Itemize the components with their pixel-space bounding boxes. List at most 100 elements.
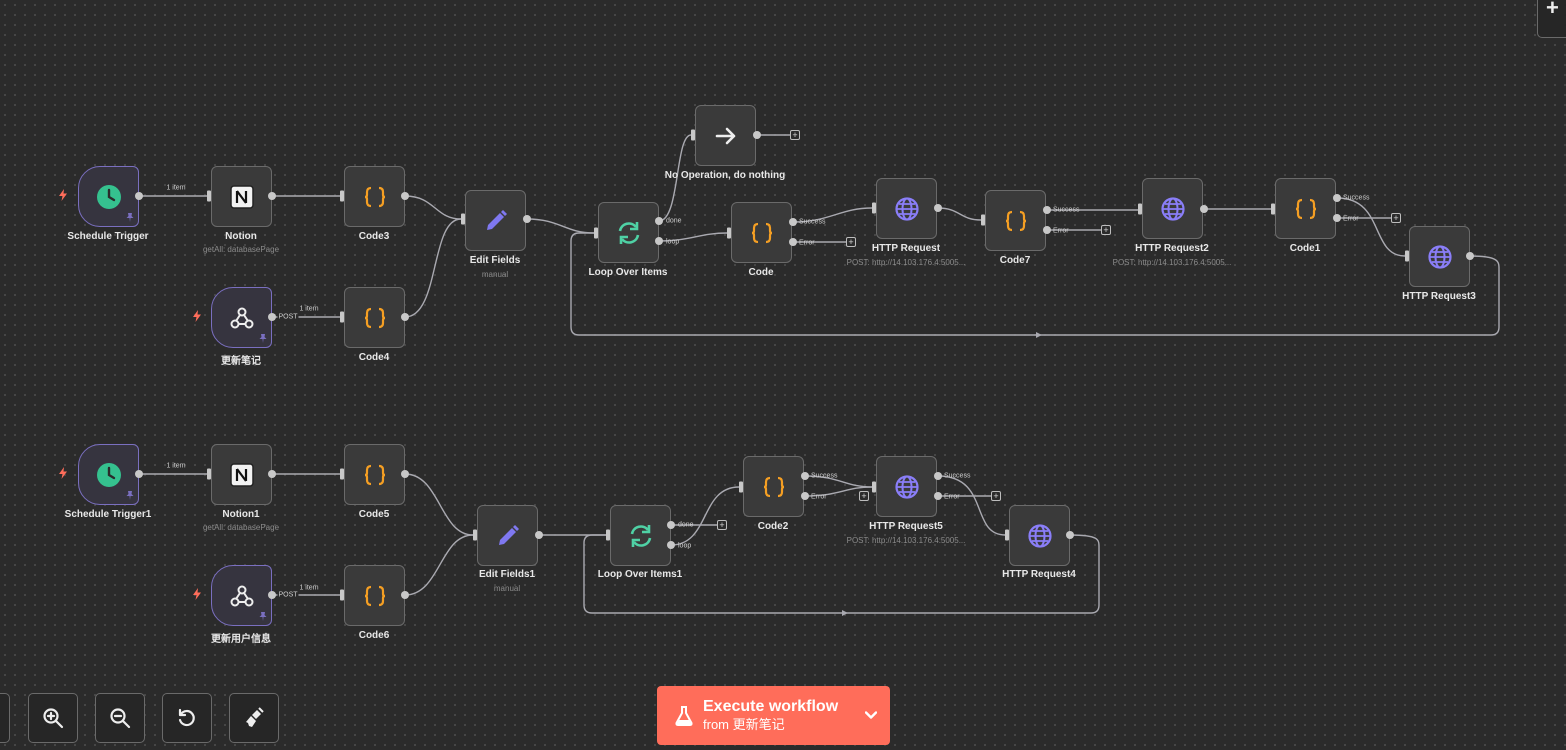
reset-zoom-button[interactable] [162, 693, 212, 743]
add-node-plus-icon[interactable]: + [991, 491, 1001, 501]
add-node-plus-icon[interactable]: + [1391, 213, 1401, 223]
node-notion1[interactable] [211, 444, 272, 505]
input-handle[interactable] [340, 468, 344, 480]
node-webhook-update-user[interactable] [211, 565, 272, 626]
code-braces-icon [763, 476, 784, 497]
node-edit-fields1[interactable] [477, 505, 538, 566]
input-handle[interactable] [594, 227, 598, 239]
tidy-up-button[interactable] [229, 693, 279, 743]
input-handle[interactable] [473, 529, 477, 541]
output-handle-success[interactable] [1043, 206, 1051, 214]
edge-label-item-count: 1 item [166, 462, 186, 470]
output-handle[interactable] [268, 470, 276, 478]
node-webhook-update-note[interactable] [211, 287, 272, 348]
node-http-request5[interactable] [876, 456, 937, 517]
output-handle-success[interactable] [1333, 194, 1341, 202]
input-handle[interactable] [1005, 529, 1009, 541]
add-node-plus-icon[interactable]: + [846, 237, 856, 247]
output-handle[interactable] [401, 313, 409, 321]
output-handle[interactable] [401, 470, 409, 478]
input-handle[interactable] [981, 214, 985, 226]
output-handle[interactable] [401, 591, 409, 599]
output-handle-done[interactable] [667, 521, 675, 529]
node-code1[interactable] [1275, 178, 1336, 239]
output-handle-error[interactable] [1333, 214, 1341, 222]
node-http-request2[interactable] [1142, 178, 1203, 239]
node-code3[interactable] [344, 166, 405, 227]
input-handle[interactable] [207, 190, 211, 202]
output-handle[interactable] [268, 313, 276, 321]
output-handle-success[interactable] [789, 218, 797, 226]
add-node-plus-icon[interactable]: + [717, 520, 727, 530]
output-handle[interactable] [268, 591, 276, 599]
input-handle[interactable] [340, 311, 344, 323]
input-handle[interactable] [872, 202, 876, 214]
input-handle[interactable] [727, 227, 731, 239]
node-notion[interactable] [211, 166, 272, 227]
output-handle[interactable] [535, 531, 543, 539]
add-node-plus-icon[interactable]: + [790, 130, 800, 140]
port-label-success: Success [799, 218, 826, 226]
node-code5[interactable] [344, 444, 405, 505]
output-handle[interactable] [753, 131, 761, 139]
execute-workflow-button[interactable]: Execute workflow from 更新笔记 [657, 686, 890, 745]
output-handle-loop[interactable] [655, 237, 663, 245]
input-handle[interactable] [340, 589, 344, 601]
input-handle[interactable] [1271, 203, 1275, 215]
output-handle-done[interactable] [655, 217, 663, 225]
input-handle[interactable] [1405, 250, 1409, 262]
output-handle[interactable] [1466, 252, 1474, 260]
output-handle[interactable] [135, 470, 143, 478]
port-label-done: done [666, 217, 682, 225]
input-handle[interactable] [739, 481, 743, 493]
output-handle[interactable] [1200, 205, 1208, 213]
input-handle[interactable] [1138, 203, 1142, 215]
node-code2[interactable] [743, 456, 804, 517]
add-node-corner-button[interactable]: + [1537, 0, 1566, 38]
add-node-plus-icon[interactable]: + [859, 491, 869, 501]
output-handle[interactable] [135, 192, 143, 200]
output-handle-error[interactable] [1043, 226, 1051, 234]
output-handle-error[interactable] [801, 492, 809, 500]
output-handle-success[interactable] [934, 472, 942, 480]
node-http-request4[interactable] [1009, 505, 1070, 566]
output-handle[interactable] [523, 215, 531, 223]
input-handle[interactable] [340, 190, 344, 202]
execute-workflow-title: Execute workflow [703, 697, 839, 715]
node-edit-fields[interactable] [465, 190, 526, 251]
node-code4[interactable] [344, 287, 405, 348]
fit-view-button[interactable] [0, 693, 10, 743]
output-handle[interactable] [401, 192, 409, 200]
output-handle-error[interactable] [934, 492, 942, 500]
node-code6[interactable] [344, 565, 405, 626]
node-http-request3[interactable] [1409, 226, 1470, 287]
node-schedule-trigger1[interactable] [78, 444, 139, 505]
input-handle[interactable] [691, 129, 695, 141]
output-handle[interactable] [1066, 531, 1074, 539]
node-schedule-trigger[interactable] [78, 166, 139, 227]
input-handle[interactable] [461, 213, 465, 225]
input-handle[interactable] [606, 529, 610, 541]
chevron-down-icon[interactable] [865, 711, 877, 720]
output-handle[interactable] [934, 204, 942, 212]
output-handle-loop[interactable] [667, 541, 675, 549]
node-http-request[interactable] [876, 178, 937, 239]
output-handle-error[interactable] [789, 238, 797, 246]
node-label-loop-over-items: Loop Over Items [588, 267, 668, 278]
edge-loop-code [658, 232, 728, 242]
zoom-in-button[interactable] [28, 693, 78, 743]
add-node-plus-icon[interactable]: + [1101, 225, 1111, 235]
zoom-out-button[interactable] [95, 693, 145, 743]
node-loop-over-items1[interactable] [610, 505, 671, 566]
node-code7[interactable] [985, 190, 1046, 251]
node-loop-over-items[interactable] [598, 202, 659, 263]
globe-icon [894, 474, 919, 499]
output-handle-success[interactable] [801, 472, 809, 480]
node-code[interactable] [731, 202, 792, 263]
node-no-operation[interactable] [695, 105, 756, 166]
output-handle[interactable] [268, 192, 276, 200]
input-handle[interactable] [207, 468, 211, 480]
port-label-error: Error [1343, 215, 1359, 223]
input-handle[interactable] [872, 481, 876, 493]
